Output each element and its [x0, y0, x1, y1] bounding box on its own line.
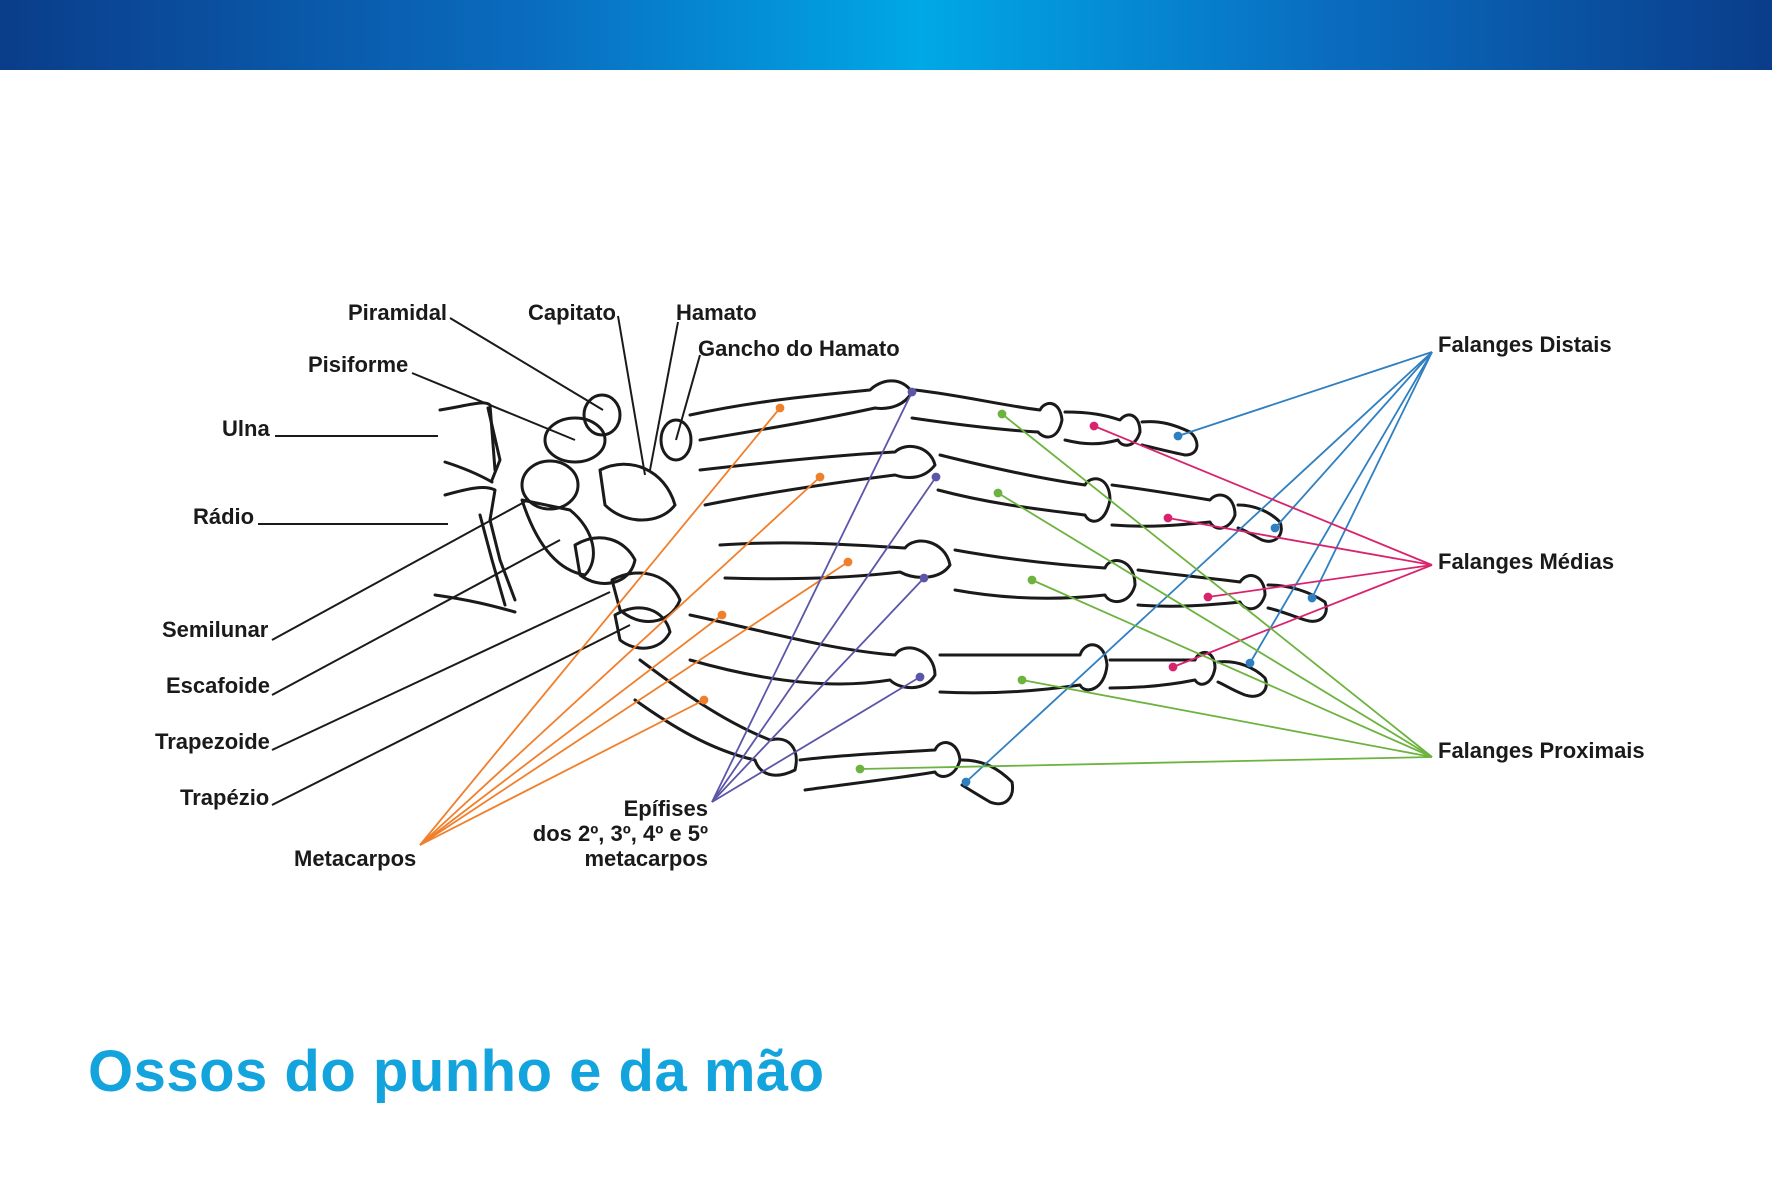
falange-proximal-2 [938, 643, 1109, 695]
falange-distal-2 [1216, 660, 1268, 698]
label-metacarpos: Metacarpos [294, 846, 416, 871]
falange-media-2 [1108, 651, 1217, 690]
falange-proximal-1 [798, 741, 962, 792]
label-pisiforme: Pisiforme [308, 352, 408, 377]
page-title: Ossos do punho e da mão [88, 1039, 825, 1104]
escafoide-bone [520, 498, 595, 577]
semilunar-bone [520, 459, 580, 511]
label-falanges-distais: Falanges Distais [1438, 332, 1612, 357]
falange-media-4 [1110, 483, 1237, 530]
label-epifises-line2: dos 2º, 3º, 4º e 5º [533, 821, 708, 846]
metacarpo-4 [698, 444, 937, 507]
label-semilunar: Semilunar [162, 617, 269, 642]
label-ulna: Ulna [222, 416, 270, 441]
metacarpo-5 [688, 379, 914, 442]
label-radio: Rádio [193, 504, 254, 529]
distais-leader-lines [961, 351, 1433, 787]
label-piramidal: Piramidal [348, 300, 447, 325]
falange-distal-5 [1140, 420, 1199, 457]
label-epifises-line1: Epífises [624, 796, 708, 821]
label-gancho-hamato: Gancho do Hamato [698, 336, 900, 361]
label-hamato: Hamato [676, 300, 757, 325]
falange-proximal-4 [936, 453, 1112, 523]
label-falanges-proximais: Falanges Proximais [1438, 738, 1645, 763]
metacarpo-3 [718, 539, 952, 581]
gancho-hamato-bone [659, 418, 693, 462]
piramidal-bone [543, 416, 607, 464]
falange-media-5 [1063, 410, 1142, 447]
trapezoide-bone [610, 571, 682, 623]
label-trapezio: Trapézio [180, 785, 269, 810]
medias-leader-lines [1089, 421, 1433, 672]
epifises-leader-lines [711, 387, 941, 803]
metacarpo-1 [633, 658, 798, 777]
metacarpo-2 [688, 613, 937, 690]
label-trapezoide: Trapezoide [155, 729, 270, 754]
header-banner [0, 0, 1772, 70]
carpal-leader-lines [258, 315, 701, 806]
label-falanges-medias: Falanges Médias [1438, 549, 1614, 574]
hand-skeleton-illustration [433, 379, 1328, 806]
proximais-leader-lines [855, 409, 1433, 774]
falange-distal-3 [1266, 583, 1328, 623]
falange-proximal-5 [910, 388, 1064, 439]
falange-media-3 [1136, 568, 1267, 611]
label-capitato: Capitato [528, 300, 616, 325]
label-escafoide: Escafoide [166, 673, 270, 698]
pisiforme-bone [582, 393, 622, 437]
falange-proximal-3 [953, 548, 1137, 604]
capitato-bone [573, 536, 637, 585]
trapezio-bone [613, 606, 672, 650]
label-epifises-line3: metacarpos [584, 846, 708, 871]
hamato-bone [598, 462, 677, 522]
metacarpos-leader-lines [419, 403, 853, 846]
